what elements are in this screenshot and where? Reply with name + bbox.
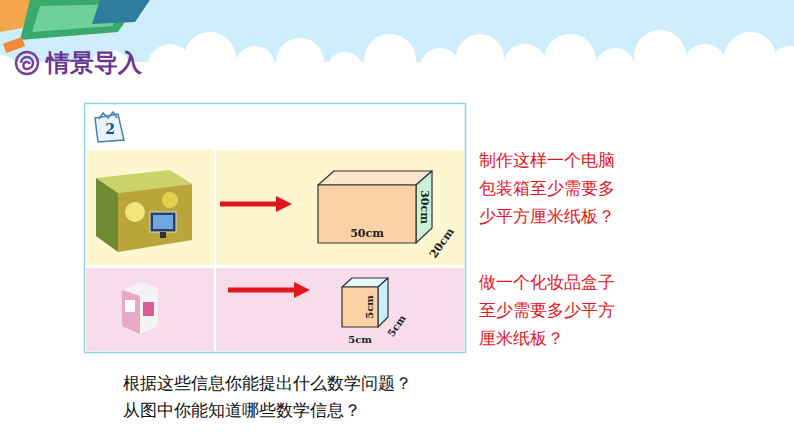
book-decoration: [0, 0, 150, 53]
prompt-text: 根据这些信息你能提出什么数学问题？: [123, 371, 412, 395]
slide-title: 情景导入: [46, 48, 142, 78]
dimension-label: 50cm: [350, 227, 384, 240]
cosmetics-box-photo: [122, 282, 158, 334]
scene-frame: [85, 104, 466, 353]
dimension-label: 5cm: [348, 334, 372, 346]
cube-drawing: [342, 278, 388, 327]
clouds: [0, 30, 794, 95]
spiral-icon: [16, 52, 38, 74]
callout-number: 2: [105, 121, 115, 138]
pink-row: [86, 268, 464, 351]
dimension-label: 5cm: [364, 295, 376, 319]
red-arrows: [220, 196, 310, 298]
yellow-row: [86, 150, 464, 265]
question-text: 做一个化妆品盒子至少需要多少平方厘米纸板？: [479, 268, 619, 352]
computer-box-photo: [96, 170, 192, 252]
question-text: 制作这样一个电脑包装箱至少需要多少平方厘米纸板？: [479, 146, 619, 230]
number-badge: [95, 112, 124, 142]
cuboid-drawing: [318, 171, 432, 243]
row-divider: [214, 150, 216, 351]
dimension-label: 30cm: [418, 190, 431, 224]
prompt-text: 从图中你能知道哪些数学信息？: [123, 398, 361, 422]
